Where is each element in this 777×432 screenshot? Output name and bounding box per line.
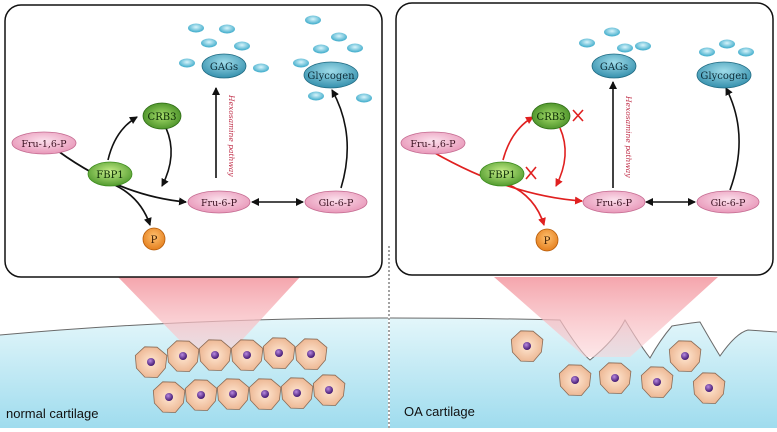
cell-nucleus [705, 384, 713, 392]
normal-node-fbp1: FBP1 [87, 161, 133, 187]
svg-text:Fru-1,6-P: Fru-1,6-P [21, 139, 67, 150]
normal-magnification-beam [118, 277, 300, 353]
normal-tissue-label: normal cartilage [6, 406, 99, 421]
svg-text:Fru-1,6-P: Fru-1,6-P [410, 139, 456, 150]
svg-text:CRB3: CRB3 [148, 112, 177, 123]
normal-node-crb3: CRB3 [142, 102, 182, 130]
svg-text:FBP1: FBP1 [96, 170, 123, 181]
oa-arrow-fbp1-to-crb3 [502, 116, 534, 161]
cell-nucleus [261, 390, 269, 398]
normal-pathway-label: Hexosamine pathway [227, 94, 236, 177]
svg-text:P: P [544, 236, 551, 247]
normal-node-fru16p: Fru-1,6-P [11, 131, 77, 155]
oa-gag-dots [579, 27, 651, 53]
svg-text:GAGs: GAGs [210, 62, 238, 73]
normal-panel: Hexosamine pathway GAGs Glycogen CRB3 Fr… [4, 4, 383, 278]
cell-nucleus [325, 386, 333, 394]
oa-chondrocytes [510, 330, 726, 404]
cell-nucleus [523, 342, 531, 350]
normal-node-glycogen: Glycogen [303, 61, 359, 89]
cell-nucleus [653, 378, 661, 386]
oa-arrow-glc6p-to-glycogen [725, 87, 740, 191]
oa-arrow-crb3-to-fru6p [555, 127, 566, 187]
normal-node-fru6p: Fru-6-P [187, 190, 251, 214]
normal-arrow-fru16p-to-fru6p [57, 150, 187, 206]
oa-node-p: P [535, 228, 559, 252]
cell-nucleus [229, 390, 237, 398]
cell-nucleus [197, 391, 205, 399]
oa-glycogen-dots [699, 39, 754, 57]
cell-nucleus [611, 374, 619, 382]
oa-tissue-label: OA cartilage [404, 404, 475, 419]
oa-node-fru6p: Fru-6-P [582, 190, 646, 214]
svg-text:Fru-6-P: Fru-6-P [201, 198, 238, 209]
oa-pathway-label: Hexosamine pathway [624, 95, 633, 178]
cell-nucleus [293, 389, 301, 397]
oa-node-glycogen: Glycogen [696, 61, 752, 89]
oa-node-glc6p: Glc-6-P [696, 190, 760, 214]
oa-crb3-inhibited-icon [572, 109, 584, 122]
normal-gag-dots [179, 23, 269, 73]
cell-nucleus [147, 358, 155, 366]
svg-text:P: P [151, 235, 158, 246]
normal-arrow-fbp1-to-crb3 [107, 116, 138, 161]
oa-magnification-beam [494, 277, 718, 357]
cell-nucleus [307, 350, 315, 358]
normal-node-gags: GAGs [201, 53, 247, 79]
svg-text:GAGs: GAGs [600, 62, 628, 73]
oa-fbp1-inhibited-icon [525, 166, 537, 180]
oa-node-fru16p: Fru-1,6-P [400, 131, 466, 155]
cell-nucleus [681, 352, 689, 360]
oa-arrow-fru16p-to-fru6p [432, 151, 583, 205]
normal-glycogen-dots [293, 15, 372, 103]
cell-nucleus [275, 349, 283, 357]
cell-nucleus [165, 393, 173, 401]
oa-node-crb3: CRB3 [531, 102, 571, 130]
normal-arrow-glc6p-to-glycogen [331, 89, 349, 189]
oa-node-fbp1: FBP1 [479, 161, 525, 187]
cell-nucleus [243, 351, 251, 359]
svg-text:Glc-6-P: Glc-6-P [319, 198, 354, 209]
svg-text:Fru-6-P: Fru-6-P [596, 198, 633, 209]
oa-panel-frame [395, 2, 774, 276]
svg-text:FBP1: FBP1 [488, 170, 515, 181]
normal-panel-frame [4, 4, 383, 278]
normal-chondrocytes [134, 337, 346, 413]
cell-nucleus [179, 352, 187, 360]
normal-arrow-crb3-to-fru6p [161, 127, 172, 187]
cell-nucleus [211, 351, 219, 359]
svg-text:Glc-6-P: Glc-6-P [711, 198, 746, 209]
normal-node-glc6p: Glc-6-P [304, 190, 368, 214]
svg-text:CRB3: CRB3 [537, 112, 566, 123]
normal-node-p: P [142, 227, 166, 251]
oa-node-gags: GAGs [591, 53, 637, 79]
svg-text:Glycogen: Glycogen [307, 71, 355, 82]
cell-nucleus [571, 376, 579, 384]
oa-panel: Hexosamine pathway GAGs Glycogen CRB3 Fr… [395, 2, 774, 276]
svg-text:Glycogen: Glycogen [700, 71, 748, 82]
